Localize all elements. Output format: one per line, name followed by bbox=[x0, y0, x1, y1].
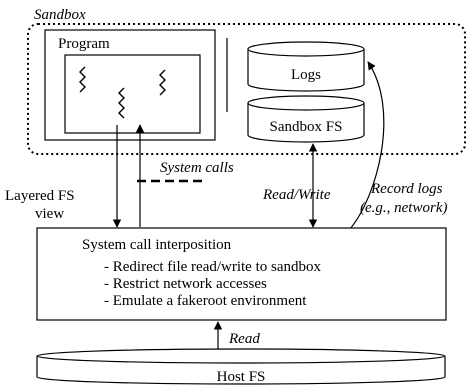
record-logs-label-line2: (e.g., network) bbox=[360, 200, 447, 216]
interposition-item-3: - Emulate a fakeroot environment bbox=[104, 293, 307, 309]
sandbox-title: Sandbox bbox=[34, 7, 86, 23]
read-write-label: Read/Write bbox=[262, 187, 331, 203]
interposition-item-1: - Redirect file read/write to sandbox bbox=[104, 259, 322, 275]
logs-label: Logs bbox=[291, 67, 321, 83]
layered-fs-label-line1: Layered FS bbox=[5, 188, 75, 204]
record-logs-arrow bbox=[349, 61, 385, 230]
logs-cylinder bbox=[247, 41, 365, 92]
thread-squiggle-2 bbox=[118, 87, 125, 119]
record-logs-label-line1: Record logs bbox=[370, 181, 443, 197]
system-calls-label: System calls bbox=[160, 160, 234, 176]
program-label: Program bbox=[58, 36, 110, 52]
layered-fs-label-line2: view bbox=[35, 206, 64, 222]
program-box bbox=[44, 29, 216, 141]
read-label: Read bbox=[228, 331, 260, 347]
host-fs-cylinder bbox=[36, 348, 446, 385]
thread-squiggle-1 bbox=[79, 66, 86, 93]
sandbox-fs-label: Sandbox FS bbox=[270, 119, 343, 135]
host-fs-label: Host FS bbox=[217, 369, 266, 385]
sandbox-fs-cylinder bbox=[247, 95, 365, 143]
program-inner-box bbox=[64, 54, 201, 134]
sandbox-boundary bbox=[27, 23, 466, 155]
thread-squiggle-3 bbox=[159, 69, 166, 96]
interposition-item-2: - Restrict network accesses bbox=[104, 276, 267, 292]
interposition-box bbox=[36, 227, 447, 321]
interposition-title: System call interposition bbox=[82, 237, 232, 253]
